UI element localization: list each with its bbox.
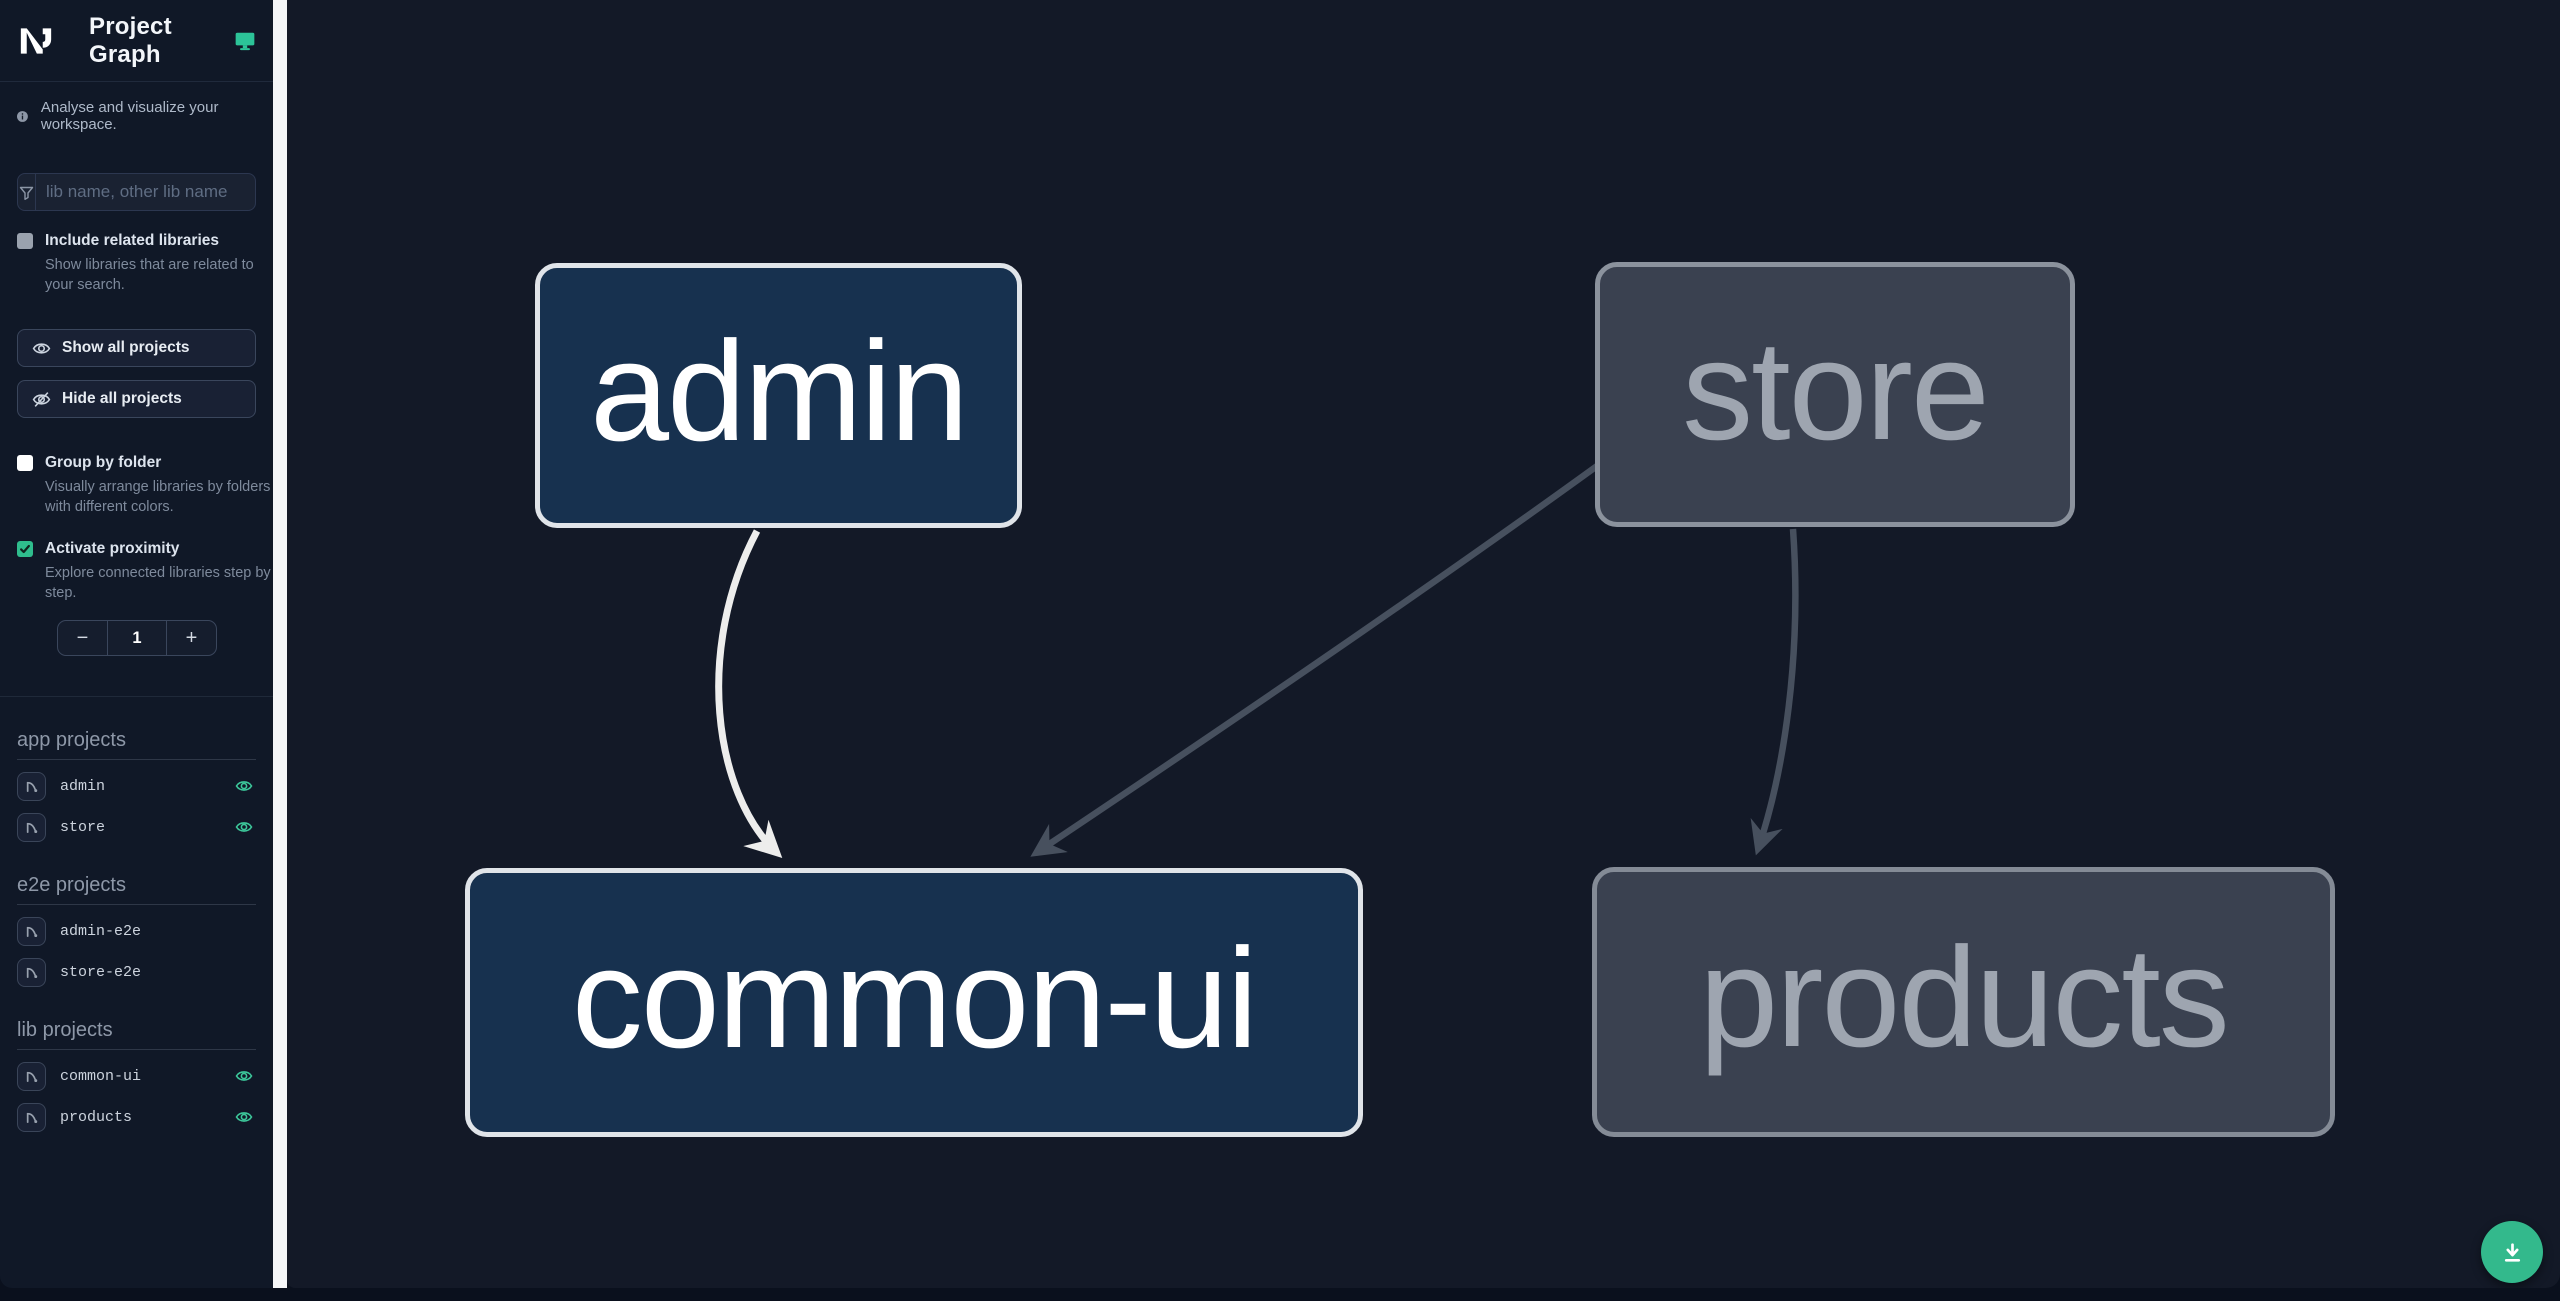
tagline-row: Analyse and visualize your workspace. bbox=[17, 99, 256, 133]
project-tile-icon bbox=[17, 1102, 46, 1132]
include-related-option: Include related libraries Show libraries… bbox=[17, 232, 256, 295]
graph-node-common-ui[interactable]: common-ui bbox=[465, 868, 1363, 1137]
eye-icon bbox=[32, 339, 51, 358]
sidebar-body: Analyse and visualize your workspace. In… bbox=[0, 99, 277, 1132]
edge-store-products[interactable] bbox=[1750, 528, 1799, 856]
sidebar-header: Project Graph bbox=[0, 0, 273, 82]
system-theme-button[interactable] bbox=[234, 30, 256, 52]
project-name: admin-e2e bbox=[60, 922, 142, 940]
project-name: admin bbox=[60, 777, 106, 795]
project-row-admin-e2e[interactable]: admin-e2e bbox=[17, 916, 256, 946]
decrease-depth-button[interactable]: − bbox=[58, 621, 107, 655]
project-row-products[interactable]: products bbox=[17, 1102, 256, 1132]
checkmark-icon bbox=[20, 544, 30, 554]
sidebar-divider bbox=[0, 696, 273, 697]
monitor-icon bbox=[235, 32, 255, 50]
group-by-folder-label[interactable]: Group by folder bbox=[45, 454, 162, 471]
sidebar: Project Graph Analyse and visualize your… bbox=[0, 0, 277, 1288]
activate-proximity-checkbox[interactable] bbox=[17, 541, 33, 557]
download-icon bbox=[2504, 1242, 2520, 1262]
project-row-common-ui[interactable]: common-ui bbox=[17, 1061, 256, 1091]
project-name: common-ui bbox=[60, 1067, 142, 1085]
show-all-projects-label: Show all projects bbox=[62, 339, 190, 356]
group-by-folder-description: Visually arrange libraries by folders wi… bbox=[45, 479, 271, 515]
tagline-text: Analyse and visualize your workspace. bbox=[40, 99, 219, 133]
graph-node-admin[interactable]: admin bbox=[535, 263, 1022, 528]
project-row-store[interactable]: store bbox=[17, 812, 256, 842]
hide-all-projects-button[interactable]: Hide all projects bbox=[17, 380, 256, 418]
project-name: store-e2e bbox=[60, 963, 142, 981]
project-row-admin[interactable]: admin bbox=[17, 771, 256, 801]
proximity-depth-stepper: − 1 + bbox=[57, 620, 217, 656]
page-title: Project Graph bbox=[89, 12, 172, 68]
sidebar-resize-handle[interactable] bbox=[273, 0, 287, 1288]
section-title: app projects bbox=[17, 729, 256, 760]
edge-admin-common-ui[interactable] bbox=[715, 529, 783, 859]
proximity-depth-value: 1 bbox=[107, 621, 167, 655]
nx-logo bbox=[20, 27, 52, 54]
project-name: products bbox=[60, 1108, 133, 1126]
visibility-eye-icon[interactable] bbox=[235, 1108, 253, 1126]
increase-depth-button[interactable]: + bbox=[167, 621, 216, 655]
group-by-folder-option: Group by folder Visually arrange librari… bbox=[17, 454, 270, 517]
hide-all-projects-label: Hide all projects bbox=[62, 390, 182, 407]
include-related-description: Show libraries that are related to your … bbox=[45, 257, 254, 293]
section-app-projects: app projects admin bbox=[17, 729, 256, 842]
project-row-store-e2e[interactable]: store-e2e bbox=[17, 957, 256, 987]
edge-store-common-ui[interactable] bbox=[1030, 463, 1599, 857]
project-tile-icon bbox=[17, 1061, 46, 1091]
project-tile-icon bbox=[17, 916, 46, 946]
visibility-eye-icon[interactable] bbox=[235, 1067, 253, 1085]
activate-proximity-option: Activate proximity Explore connected lib… bbox=[17, 540, 271, 603]
graph-node-products[interactable]: products bbox=[1592, 867, 2335, 1137]
download-image-button[interactable] bbox=[2481, 1221, 2543, 1283]
project-name: store bbox=[60, 818, 106, 836]
section-e2e-projects: e2e projects admin-e2e store-e2 bbox=[17, 874, 256, 987]
info-icon bbox=[17, 110, 28, 122]
funnel-icon bbox=[18, 174, 36, 210]
activate-proximity-description: Explore connected libraries step by step… bbox=[45, 565, 271, 601]
project-tile-icon bbox=[17, 957, 46, 987]
visibility-eye-icon[interactable] bbox=[235, 777, 253, 795]
graph-edges bbox=[715, 463, 1799, 859]
graph-canvas[interactable]: admin store common-ui products bbox=[287, 0, 2560, 1288]
include-related-checkbox[interactable] bbox=[17, 233, 33, 249]
project-tile-icon bbox=[17, 812, 46, 842]
activate-proximity-label[interactable]: Activate proximity bbox=[45, 540, 180, 557]
project-filter-input[interactable] bbox=[36, 182, 277, 202]
project-tile-icon bbox=[17, 771, 46, 801]
section-title: e2e projects bbox=[17, 874, 256, 905]
show-all-projects-button[interactable]: Show all projects bbox=[17, 329, 256, 367]
filter-box bbox=[17, 173, 277, 211]
section-title: lib projects bbox=[17, 1019, 256, 1050]
include-related-label[interactable]: Include related libraries bbox=[45, 232, 220, 249]
visibility-eye-icon[interactable] bbox=[235, 818, 253, 836]
graph-node-store[interactable]: store bbox=[1595, 262, 2075, 527]
group-by-folder-checkbox[interactable] bbox=[17, 455, 33, 471]
section-lib-projects: lib projects common-ui bbox=[17, 1019, 256, 1132]
eye-off-icon bbox=[32, 390, 51, 409]
